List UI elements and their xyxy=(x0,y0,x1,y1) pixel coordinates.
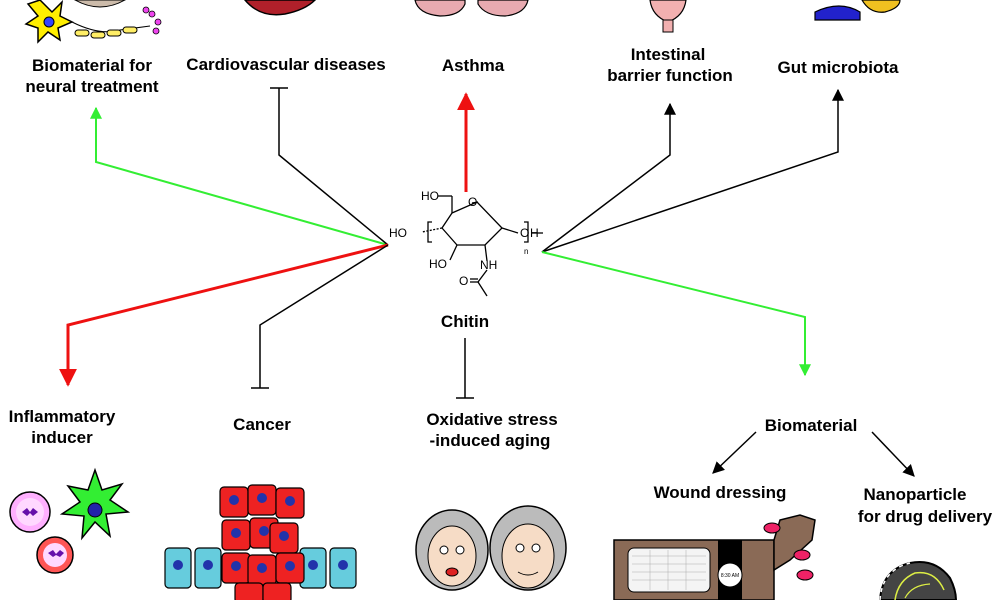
arrow-neural xyxy=(90,106,389,246)
arrow-inflammatory xyxy=(59,243,389,387)
label-cancer: Cancer xyxy=(233,415,291,434)
atom-ho-left: HO xyxy=(389,226,407,240)
label-oxidative-2: -induced aging xyxy=(430,431,551,450)
atom-o-ring: O xyxy=(468,195,477,209)
atom-h-end: H xyxy=(530,226,539,240)
label-oxidative-1: Oxidative stress xyxy=(426,410,557,429)
label-inflammatory-2: inducer xyxy=(31,428,93,447)
elderly-couple-illustration xyxy=(415,505,567,591)
label-intestinal-2: barrier function xyxy=(607,66,733,85)
arrow-gut xyxy=(541,88,844,253)
atom-ho-bottom: HO xyxy=(429,257,447,271)
arrow-wound xyxy=(712,431,757,474)
lungs-illustration xyxy=(414,0,529,17)
label-neural-1: Biomaterial for xyxy=(32,56,152,75)
watch-time: 8:30 AM xyxy=(721,573,739,579)
microbe-illustration xyxy=(814,0,901,21)
chitin-atoms: HO O HO HO NH O n H O xyxy=(389,189,539,288)
intestine-illustration xyxy=(649,0,687,33)
heart-illustration xyxy=(244,0,317,16)
connectors xyxy=(59,87,915,477)
atom-o-carbonyl: O xyxy=(459,274,468,288)
atom-o-link: O xyxy=(520,226,529,240)
label-asthma: Asthma xyxy=(442,56,505,75)
label-nanoparticle-2: for drug delivery xyxy=(858,507,993,526)
label-gut: Gut microbiota xyxy=(778,58,899,77)
inhibit-cancer xyxy=(259,244,389,388)
label-nanoparticle-1: Nanoparticle xyxy=(864,485,967,504)
chitin-structure xyxy=(421,195,543,297)
arrow-nanoparticle xyxy=(871,431,915,477)
arrow-intestinal xyxy=(541,102,676,253)
atom-nh: NH xyxy=(480,258,497,272)
label-cardio: Cardiovascular diseases xyxy=(186,55,385,74)
label-intestinal-1: Intestinal xyxy=(631,45,706,64)
neuron-illustration xyxy=(24,0,162,44)
label-biomaterial: Biomaterial xyxy=(765,416,858,435)
atom-n-subscript: n xyxy=(524,247,528,256)
label-inflammatory-1: Inflammatory xyxy=(9,407,116,426)
atom-ho-top: HO xyxy=(421,189,439,203)
immune-cells-illustration xyxy=(9,467,131,574)
nanoparticle-illustration xyxy=(878,561,958,600)
label-chitin: Chitin xyxy=(441,312,489,331)
cancer-cells-illustration xyxy=(164,484,357,600)
label-neural-2: neural treatment xyxy=(25,77,159,96)
label-wound: Wound dressing xyxy=(654,483,787,502)
inhibit-cardio xyxy=(278,88,389,246)
arrow-biomaterial xyxy=(541,251,811,377)
wound-dressing-illustration: 8:30 AM xyxy=(613,514,816,600)
